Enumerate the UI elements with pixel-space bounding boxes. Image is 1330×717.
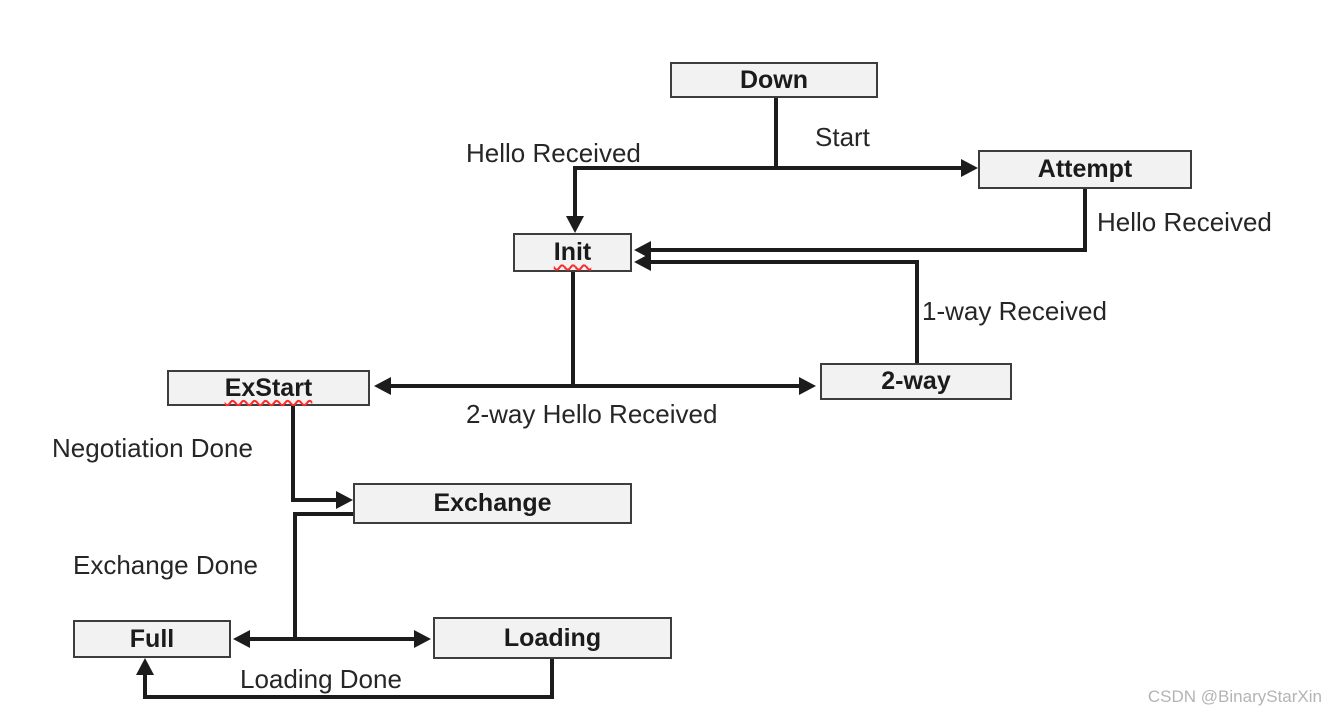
connector-full-loading — [250, 637, 414, 641]
transition-label-hello-received-down: Hello Received — [466, 138, 641, 168]
arrowhead-into-full-bottom — [136, 658, 154, 675]
arrowhead-into-exchange — [336, 491, 353, 509]
csdn-watermark: CSDN @BinaryStarXin — [1147, 687, 1322, 706]
arrowhead-into-full-right — [233, 630, 250, 648]
arrowhead-into-init-top — [566, 216, 584, 233]
state-label-init: Init — [553, 238, 592, 266]
connector-loading-done-horizontal — [143, 695, 554, 699]
connector-exchange-done-vertical — [293, 512, 297, 641]
arrowhead-into-init-from-two-way — [634, 253, 651, 271]
connector-exstart-to-exchange — [291, 498, 336, 502]
connector-attempt-stem — [1083, 189, 1087, 252]
transition-label-one-way-received: 1-way Received — [922, 296, 1107, 326]
state-node-exstart: ExStart — [167, 370, 370, 406]
connector-hello-to-init-stem — [573, 166, 577, 216]
transition-label-loading-done: Loading Done — [240, 664, 402, 694]
connector-down-stem — [774, 97, 778, 170]
state-label-exstart: ExStart — [224, 373, 313, 402]
arrowhead-into-two-way — [799, 377, 816, 395]
arrowhead-into-exstart — [374, 377, 391, 395]
state-node-exchange: Exchange — [353, 483, 632, 524]
state-node-attempt: Attempt — [978, 150, 1192, 189]
connector-init-down-stem — [571, 272, 575, 388]
connector-two-way-to-init — [651, 260, 917, 264]
connector-exchange-done-horizontal — [293, 512, 353, 516]
state-label-two-way: 2-way — [881, 367, 951, 395]
state-node-full: Full — [73, 620, 231, 658]
state-label-down: Down — [739, 65, 809, 94]
state-label-exchange: Exchange — [433, 489, 552, 517]
transition-label-two-way-hello-received: 2-way Hello Received — [466, 399, 718, 429]
connector-loading-down-stem — [550, 659, 554, 699]
transition-label-negotiation-done: Negotiation Done — [52, 433, 253, 463]
state-node-down: Down — [670, 62, 878, 98]
transition-label-hello-received-attempt: Hello Received — [1097, 207, 1272, 237]
state-node-two-way: 2-way — [820, 363, 1012, 400]
arrowhead-into-loading-left — [414, 630, 431, 648]
state-node-loading: Loading — [433, 617, 672, 659]
connector-two-way-up-stem — [915, 260, 919, 363]
transition-label-start: Start — [815, 122, 870, 152]
connector-down-horizontal — [573, 166, 961, 170]
state-label-attempt: Attempt — [1037, 155, 1133, 183]
connector-attempt-to-init — [651, 248, 1087, 252]
state-label-loading: Loading — [503, 623, 602, 652]
state-node-init: Init — [513, 233, 632, 272]
state-label-full: Full — [129, 624, 175, 653]
arrowhead-into-attempt — [961, 159, 978, 177]
connector-exstart-two-way — [391, 384, 799, 388]
connector-loading-done-up-stub — [143, 675, 147, 699]
connector-exstart-down-stem — [291, 405, 295, 502]
transition-label-exchange-done: Exchange Done — [73, 550, 259, 580]
